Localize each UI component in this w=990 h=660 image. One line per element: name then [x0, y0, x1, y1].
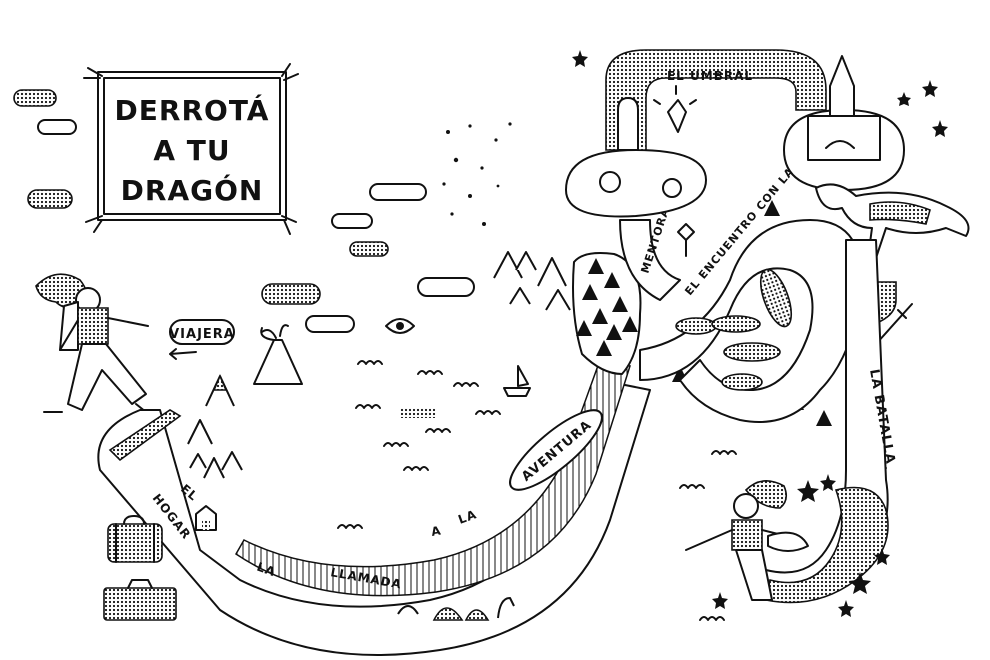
title-line-1: DERROTÁ — [115, 93, 270, 127]
cloud-icon — [13, 89, 475, 333]
lakes — [675, 268, 793, 391]
suitcase-icon — [103, 515, 177, 621]
castle-icon — [783, 55, 905, 191]
mountain-icon — [187, 251, 571, 479]
sky-dots — [442, 122, 512, 226]
hero-figure — [685, 480, 809, 601]
traveler-label: VIAJERA — [169, 319, 235, 360]
threshold-arch — [605, 49, 827, 151]
call-label-1: LA — [255, 560, 278, 580]
traveler-label-text: VIAJERA — [169, 327, 235, 342]
title-line-3: DRAGÓN — [121, 173, 264, 207]
castle-icon — [195, 505, 217, 531]
sea-dots — [400, 408, 436, 418]
crystal-icon — [653, 85, 697, 133]
sword-icon — [875, 303, 913, 345]
sailboat-icon — [503, 365, 531, 397]
title-box: DERROTÁ A TU DRAGÓN — [83, 63, 299, 235]
road-sign-icon — [677, 223, 695, 257]
traveler-figure — [35, 273, 149, 413]
threshold-label: EL UMBRAL — [667, 69, 753, 83]
call-label-3: A — [430, 523, 443, 539]
eye-icon — [385, 318, 415, 334]
dragon-icon — [815, 183, 970, 259]
volcano-icon — [253, 324, 303, 385]
call-label-4: LA — [456, 507, 479, 527]
tree-icon — [572, 200, 836, 426]
title-line-2: A TU — [153, 134, 230, 167]
sea-serpent-icon — [397, 597, 515, 621]
mentor-window — [565, 149, 707, 218]
road-home-to-adventure — [97, 359, 651, 656]
star-icon — [572, 50, 948, 617]
